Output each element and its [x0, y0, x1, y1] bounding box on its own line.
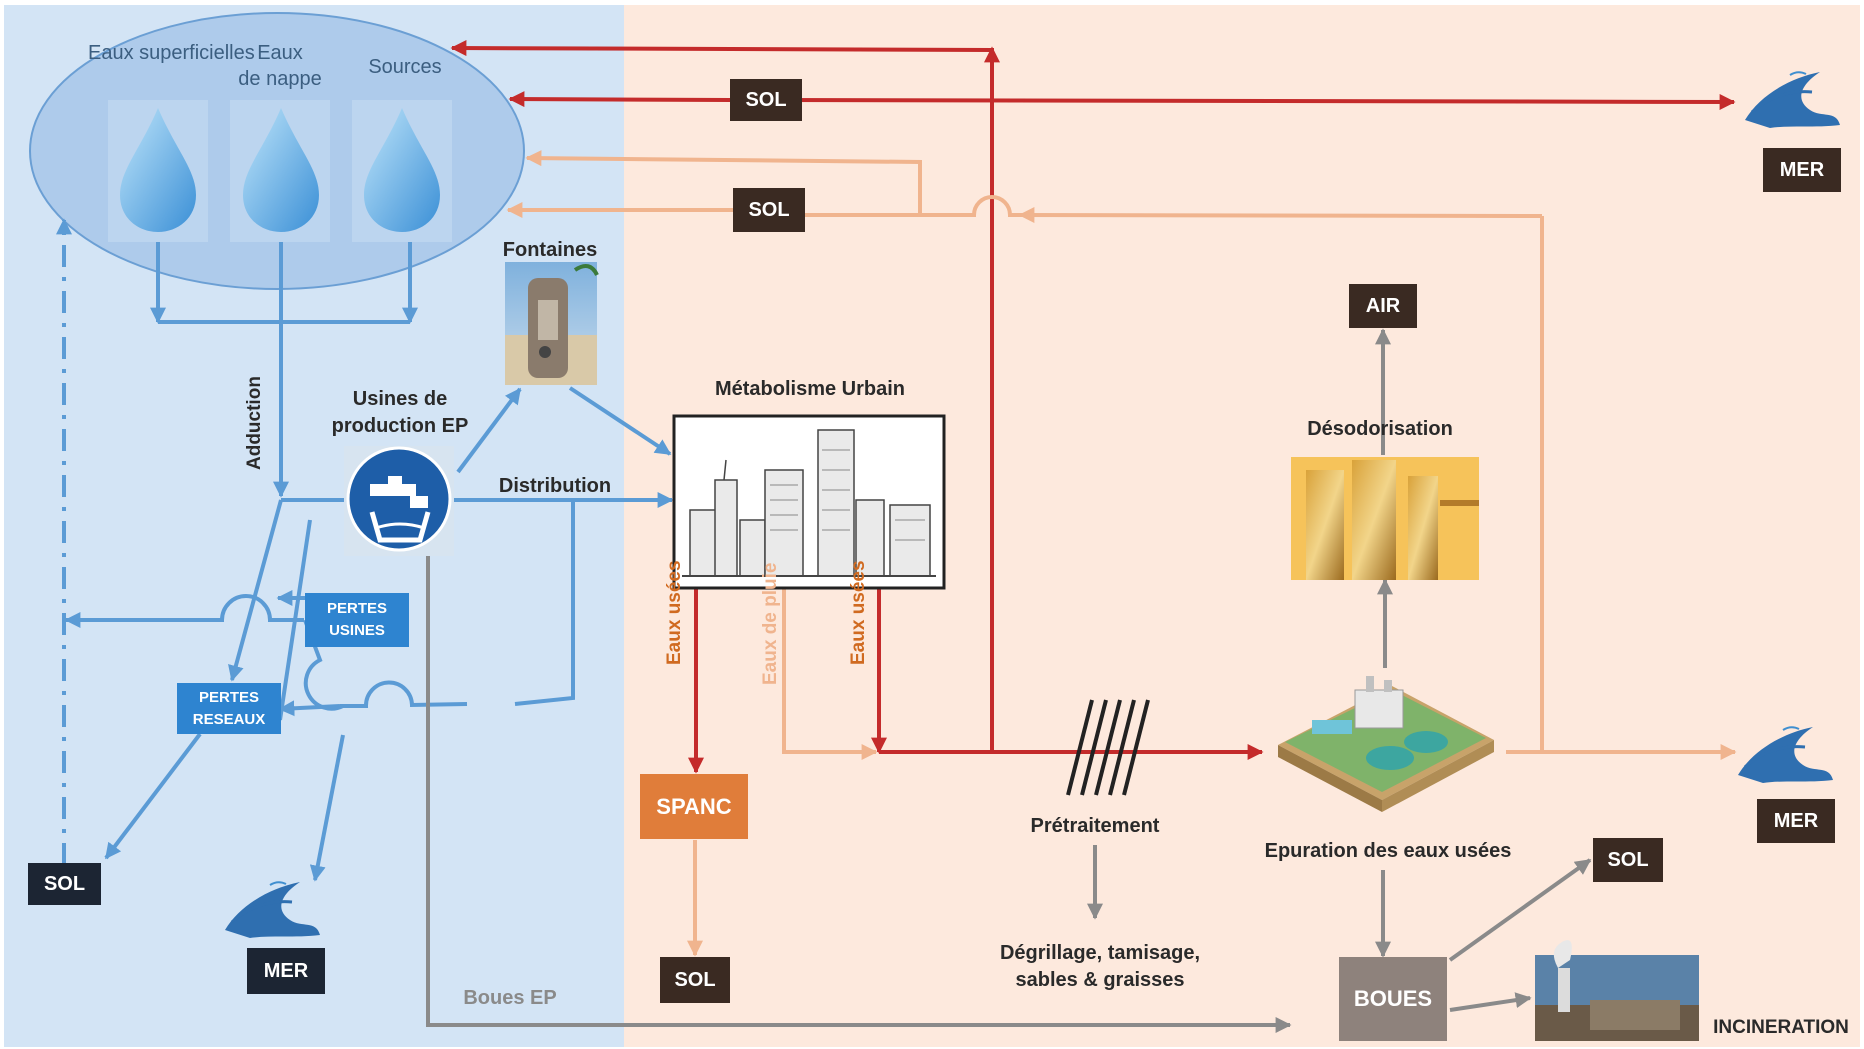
- water-drop-icon: [230, 100, 330, 242]
- deodorization-tanks-icon: [1291, 457, 1479, 580]
- sol-box-top: SOL: [730, 79, 802, 121]
- mer-box-middle: MER: [1757, 799, 1835, 843]
- surface-water-label: Eaux superficielles: [88, 42, 255, 64]
- faucet-icon: [344, 446, 454, 556]
- network-losses-line1: PERTES: [198, 688, 259, 706]
- network-losses-box: PERTES RESEAUX: [177, 683, 281, 734]
- deodorization-label: Désodorisation: [1307, 418, 1453, 440]
- wastewater-label-1: Eaux usées: [664, 560, 685, 665]
- production-plants-label-line1: Usines de: [352, 388, 448, 410]
- rainwater-label: Eaux de pluie: [760, 562, 781, 685]
- plant-losses-line2: USINES: [329, 622, 385, 639]
- groundwater-label-line1: Eaux: [257, 42, 303, 64]
- adduction-label: Adduction: [244, 376, 265, 470]
- distribution-label: Distribution: [498, 475, 612, 497]
- plant-losses-box: PERTES USINES: [305, 593, 409, 647]
- sludge-network: [426, 328, 1592, 1033]
- wastewater-treatment-label: Epuration des eaux usées: [1264, 840, 1512, 862]
- fountains-label: Fontaines: [502, 239, 598, 261]
- sludge-box: BOUES: [1339, 957, 1447, 1041]
- water-drop-icon: [352, 100, 452, 242]
- mer-box-top: MER: [1763, 148, 1841, 192]
- wave-icon: [1738, 726, 1833, 783]
- plant-losses-line1: PERTES: [326, 600, 387, 617]
- mer-box-left: MER: [247, 948, 325, 994]
- wave-icon: [1745, 71, 1840, 128]
- network-losses-line2: RESEAUX: [192, 710, 266, 728]
- sol-box-middle: SOL: [733, 188, 805, 232]
- fountain-icon: [505, 262, 599, 385]
- treated-water-network: [506, 150, 1737, 957]
- incineration-label: INCINERATION: [1713, 1017, 1849, 1038]
- pretreatment-label: Prétraitement: [1030, 815, 1160, 837]
- wave-icon: [225, 881, 320, 938]
- sol-box-spanc: SOL: [660, 957, 730, 1003]
- production-plants-label-line2: production EP: [331, 415, 469, 437]
- ep-sludge-label: Boues EP: [463, 987, 557, 1009]
- sol-box-left: SOL: [28, 863, 101, 905]
- springs-label: Sources: [368, 56, 442, 78]
- air-box: AIR: [1349, 284, 1417, 328]
- water-drop-icon: [108, 100, 208, 242]
- groundwater-label-line2: de nappe: [238, 68, 322, 90]
- wastewater-label-2: Eaux usées: [848, 560, 869, 665]
- screening-label-line1: Dégrillage, tamisage,: [999, 942, 1201, 964]
- screening-label-line2: sables & graisses: [1015, 969, 1185, 991]
- pretreatment-screen-icon: [1066, 699, 1150, 796]
- urban-metabolism-label: Métabolisme Urbain: [714, 378, 906, 400]
- wastewater-network: [450, 40, 1736, 774]
- treatment-plant-icon: [1278, 676, 1494, 812]
- sol-box-sludge: SOL: [1593, 838, 1663, 882]
- incinerator-chimney-icon: [1535, 940, 1699, 1041]
- spanc-box: SPANC: [640, 774, 748, 839]
- city-sketch-icon: [672, 414, 946, 590]
- potable-water-network: [64, 242, 674, 882]
